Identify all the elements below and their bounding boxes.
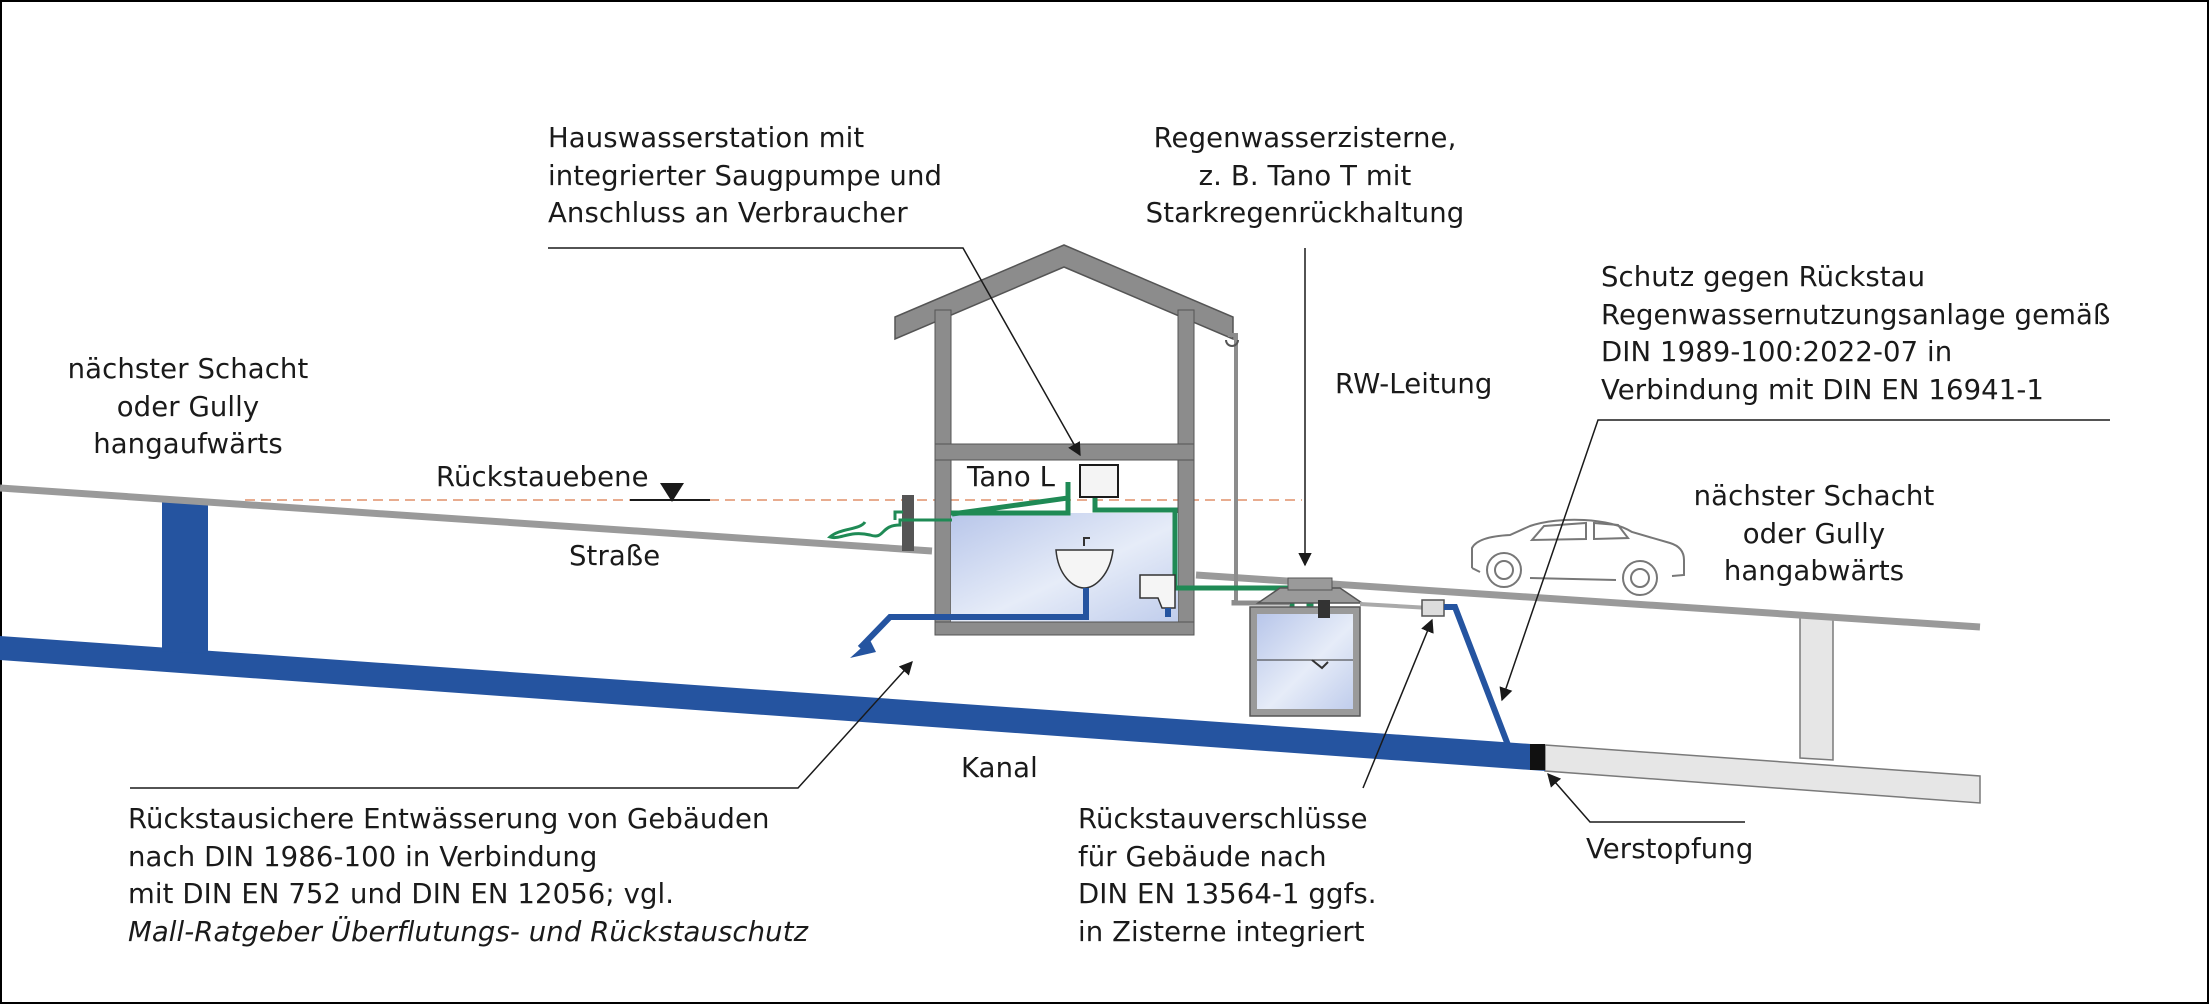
overflow-pipe-blue: [1444, 604, 1511, 747]
label-line: mit DIN EN 752 und DIN EN 12056; vgl.: [128, 878, 675, 910]
label-line: Anschluss an Verbraucher: [548, 197, 908, 229]
manhole-uphill: [162, 500, 208, 654]
backflow-flap: [902, 495, 914, 551]
label-rw-leitung: RW-Leitung: [1335, 368, 1493, 400]
label-line: DIN 1989-100:2022-07 in: [1601, 336, 1953, 368]
label-line: hangabwärts: [1723, 555, 1905, 587]
label-line: für Gebäude nach: [1078, 840, 1327, 873]
leader-hauswasserstation: [548, 247, 1081, 457]
backflow-valve-cistern: [1421, 599, 1445, 617]
leader-entwaesserung: [130, 660, 913, 789]
label-rueckstauebene: Rückstauebene: [436, 461, 649, 493]
label-line: nächster Schacht: [1693, 480, 1935, 512]
garden-hose: [827, 518, 952, 540]
label-line: oder Gully: [1742, 517, 1886, 550]
label-regenwasserzisterne: Regenwasserzisterne, z. B. Tano T mit St…: [1140, 120, 1470, 233]
label-schacht-hangaufwaerts: nächster Schacht oder Gully hangaufwärts: [58, 351, 318, 464]
label-line: Schutz gegen Rückstau: [1601, 261, 1926, 293]
label-entwaesserung: Rückstausichere Entwässerung von Gebäude…: [128, 801, 808, 951]
label-line: integrierter Saugpumpe und: [548, 159, 943, 192]
label-line: Hauswasserstation mit: [548, 122, 865, 154]
label-kanal: Kanal: [961, 752, 1038, 784]
label-strasse: Straße: [569, 540, 661, 572]
label-rueckstauverschluesse: Rückstauverschlüsse für Gebäude nach DIN…: [1078, 801, 1377, 951]
house: [894, 244, 1239, 636]
label-line: z. B. Tano T mit: [1198, 159, 1412, 192]
label-line: hangaufwärts: [93, 428, 283, 460]
house-basement-floor: [934, 621, 1195, 636]
leader-schutz: [1499, 419, 2110, 702]
blockage: [1530, 744, 1545, 770]
backflow-level-marker: [660, 483, 684, 502]
label-hauswasserstation: Hauswasserstation mit integrierter Saugp…: [548, 120, 942, 233]
label-tano-l: Tano L: [967, 461, 1056, 493]
manhole-downhill: [1799, 613, 1834, 761]
overflow-pipe: [1359, 602, 1431, 610]
label-line: nächster Schacht: [67, 353, 309, 385]
label-line: in Zisterne integriert: [1078, 915, 1365, 948]
toilet: [1139, 574, 1176, 609]
cistern-tano-t: [1249, 577, 1365, 717]
label-verstopfung: Verstopfung: [1586, 833, 1754, 865]
house-roof: [894, 244, 1234, 341]
downspout: [1228, 333, 1238, 602]
label-line: DIN EN 13564-1 ggfs.: [1078, 878, 1377, 910]
road-surface: [0, 484, 933, 555]
sewer-downstream-empty: [1544, 744, 1981, 804]
sewer-channel: [0, 636, 1545, 771]
label-line: nach DIN 1986-100 in Verbindung: [128, 840, 598, 873]
label-line: Verbindung mit DIN EN 16941-1: [1601, 373, 2044, 406]
label-ratgeber-italic: Mall-Ratgeber Überflutungs- und Rückstau…: [128, 915, 809, 948]
label-line: Regenwassernutzungsanlage gemäß: [1601, 298, 2111, 331]
house-wall-left: [934, 309, 952, 636]
house-floor-slab: [934, 443, 1195, 461]
label-line: oder Gully: [116, 390, 260, 423]
label-schacht-hangabwaerts: nächster Schacht oder Gully hangabwärts: [1684, 478, 1944, 591]
label-line: Rückstausichere Entwässerung von Gebäude…: [128, 803, 770, 835]
car: [1471, 518, 1685, 596]
leader-verstopfung: [1547, 772, 1745, 823]
leader-rueckstauverschluesse: [1362, 618, 1434, 789]
label-line: Starkregenrückhaltung: [1145, 197, 1465, 229]
label-schutz-rueckstau: Schutz gegen Rückstau Regenwassernutzung…: [1601, 259, 2110, 409]
label-line: Rückstauverschlüsse: [1078, 803, 1368, 835]
label-line: Regenwasserzisterne,: [1153, 122, 1457, 154]
pump-tano-l: [1079, 464, 1119, 498]
drain-pipe: [857, 588, 1089, 651]
